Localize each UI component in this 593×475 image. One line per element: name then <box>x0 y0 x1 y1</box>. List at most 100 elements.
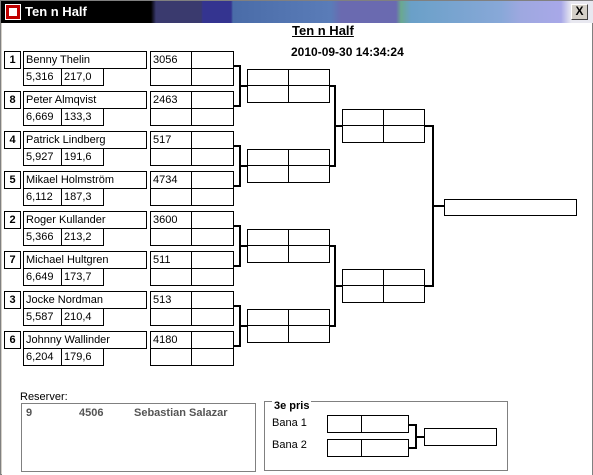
player-score-field[interactable]: 187,3 <box>61 188 104 206</box>
round2-box[interactable] <box>288 325 330 343</box>
result-box[interactable] <box>191 268 234 286</box>
result-box[interactable] <box>191 188 234 206</box>
third-place-winner-box[interactable] <box>424 428 497 446</box>
bracket-line <box>409 447 416 449</box>
bracket-line <box>234 185 241 187</box>
result-box[interactable] <box>191 171 234 189</box>
result-box[interactable] <box>191 251 234 269</box>
bracket-line <box>334 285 342 287</box>
lane2-box-b[interactable] <box>361 439 409 457</box>
bracket-line <box>334 125 342 127</box>
result-box[interactable] <box>191 68 234 86</box>
result-box[interactable] <box>191 348 234 366</box>
bracket-line <box>239 85 247 87</box>
result-box[interactable] <box>150 108 192 126</box>
seed-number: 4 <box>4 131 21 149</box>
app-icon <box>5 4 21 20</box>
round2-box[interactable] <box>288 85 330 103</box>
round2-box[interactable] <box>247 85 289 103</box>
result-box[interactable] <box>150 228 192 246</box>
player-score-field[interactable]: 191,6 <box>61 148 104 166</box>
player-score-field[interactable]: 213,2 <box>61 228 104 246</box>
semi-box[interactable] <box>342 125 384 143</box>
player-id-field[interactable]: 2463 <box>150 91 192 109</box>
result-box[interactable] <box>191 131 234 149</box>
semi-box[interactable] <box>383 125 425 143</box>
player-name-field[interactable]: Michael Hultgren <box>23 251 147 269</box>
bracket-line <box>239 325 247 327</box>
result-box[interactable] <box>191 228 234 246</box>
player-id-field[interactable]: 513 <box>150 291 192 309</box>
bracket-line <box>330 165 336 167</box>
bracket-line <box>425 125 433 127</box>
player-name-field[interactable]: Patrick Lindberg <box>23 131 147 149</box>
result-box[interactable] <box>191 291 234 309</box>
result-box[interactable] <box>191 331 234 349</box>
result-box[interactable] <box>191 108 234 126</box>
lane1-box-b[interactable] <box>361 415 409 433</box>
player-name-field[interactable]: Roger Kullander <box>23 211 147 229</box>
reserves-label: Reserver: <box>20 391 68 403</box>
result-box[interactable] <box>150 308 192 326</box>
result-box[interactable] <box>191 148 234 166</box>
round2-box[interactable] <box>247 325 289 343</box>
lane2-box-a[interactable] <box>327 439 362 457</box>
round2-box[interactable] <box>247 165 289 183</box>
player-score-field[interactable]: 179,6 <box>61 348 104 366</box>
result-box[interactable] <box>191 211 234 229</box>
player-id-field[interactable]: 517 <box>150 131 192 149</box>
bracket-line <box>330 245 336 247</box>
player-score-field[interactable]: 217,0 <box>61 68 104 86</box>
reserves-list[interactable]: 9 4506 Sebastian Salazar <box>21 403 256 472</box>
result-box[interactable] <box>150 348 192 366</box>
round2-box[interactable] <box>247 245 289 263</box>
lane2-label: Bana 2 <box>272 439 307 451</box>
player-id-field[interactable]: 3600 <box>150 211 192 229</box>
round2-box[interactable] <box>288 245 330 263</box>
player-score-field[interactable]: 173,7 <box>61 268 104 286</box>
bracket-area: Ten n Half 2010-09-30 14:34:24 1 Benny T… <box>2 23 592 475</box>
bracket-line <box>234 265 241 267</box>
bracket-line <box>239 165 247 167</box>
timestamp: 2010-09-30 14:34:24 <box>291 45 404 59</box>
result-box[interactable] <box>191 51 234 69</box>
seed-number: 2 <box>4 211 21 229</box>
lane1-label: Bana 1 <box>272 417 307 429</box>
close-button[interactable]: X <box>571 4 588 20</box>
bracket-line <box>234 105 241 107</box>
result-box[interactable] <box>150 148 192 166</box>
seed-number: 3 <box>4 291 21 309</box>
player-name-field[interactable]: Jocke Nordman <box>23 291 147 309</box>
player-name-field[interactable]: Benny Thelin <box>23 51 147 69</box>
round2-box[interactable] <box>288 165 330 183</box>
bracket-line <box>425 285 433 287</box>
seed-number: 8 <box>4 91 21 109</box>
final-winner-box[interactable] <box>444 199 577 216</box>
player-name-field[interactable]: Mikael Holmström <box>23 171 147 189</box>
result-box[interactable] <box>191 91 234 109</box>
semi-box[interactable] <box>342 285 384 303</box>
semi-box[interactable] <box>383 285 425 303</box>
player-id-field[interactable]: 4734 <box>150 171 192 189</box>
result-box[interactable] <box>191 308 234 326</box>
player-id-field[interactable]: 3056 <box>150 51 192 69</box>
player-name-field[interactable]: Peter Almqvist <box>23 91 147 109</box>
bracket-line <box>409 424 416 426</box>
bracket-line <box>234 145 241 147</box>
player-score-field[interactable]: 210,4 <box>61 308 104 326</box>
bracket-line <box>234 65 241 67</box>
player-score-field[interactable]: 133,3 <box>61 108 104 126</box>
result-box[interactable] <box>150 268 192 286</box>
result-box[interactable] <box>150 188 192 206</box>
reserve-id: 4506 <box>79 407 104 419</box>
lane1-box-a[interactable] <box>327 415 362 433</box>
bracket-line <box>330 325 336 327</box>
player-name-field[interactable]: Johnny Wallinder <box>23 331 147 349</box>
player-id-field[interactable]: 511 <box>150 251 192 269</box>
third-place-title: 3e pris <box>272 400 312 412</box>
seed-number: 1 <box>4 51 21 69</box>
player-id-field[interactable]: 4180 <box>150 331 192 349</box>
seed-number: 6 <box>4 331 21 349</box>
title-bar[interactable]: Ten n Half X <box>1 1 593 23</box>
result-box[interactable] <box>150 68 192 86</box>
